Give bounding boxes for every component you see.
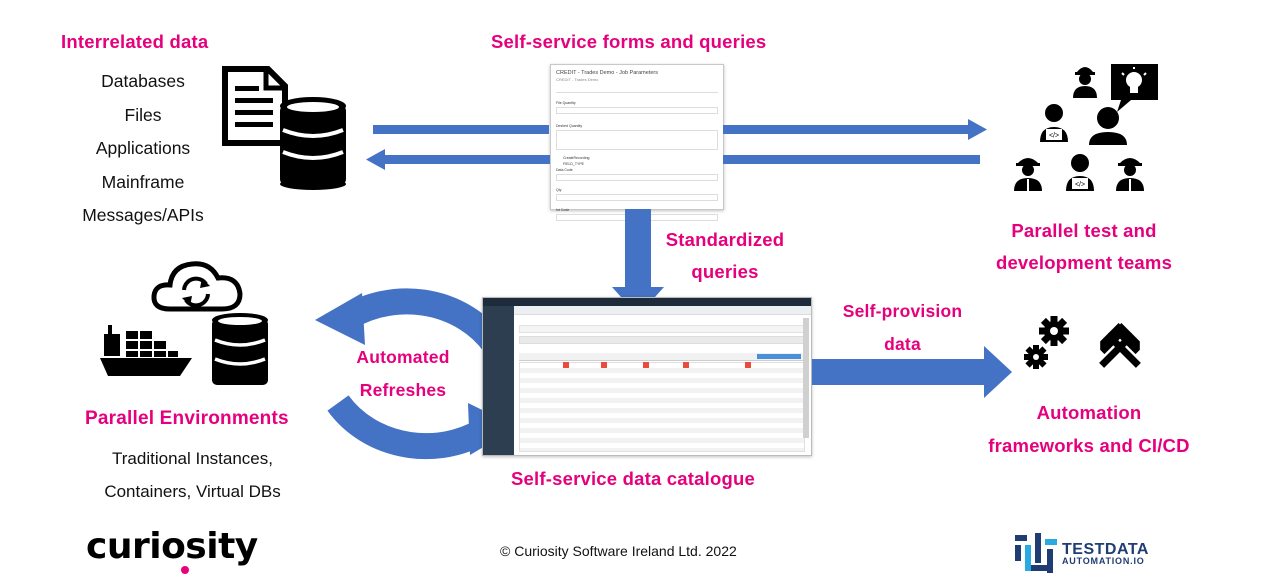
svg-text:</>: </> [1075, 182, 1085, 189]
curiosity-logo-dot [181, 566, 189, 574]
copyright-text: © Curiosity Software Ireland Ltd. 2022 [500, 543, 737, 559]
team-icons: </> </> [1014, 64, 1158, 191]
standardized-queries-label: Standardized queries [665, 229, 785, 282]
catalogue-title: Self-service data catalogue [511, 468, 755, 489]
testdata-logo-line2: AUTOMATION.IO [1062, 556, 1145, 566]
mock-form-subtitle: CREDIT - Trades Demo [556, 77, 599, 82]
self-provision-label: Self-provision data [842, 301, 963, 354]
automated-refreshes-label: Automated Refreshes [356, 347, 450, 400]
source-mainframe: Mainframe [101, 171, 185, 192]
forms-title: Self-service forms and queries [491, 31, 767, 52]
source-databases: Databases [101, 71, 185, 91]
mock-form-title: CREDIT - Trades Demo - Job Parameters [556, 70, 658, 76]
database-icon [280, 97, 346, 190]
gears-icon [1024, 316, 1069, 369]
source-messages-apis: Messages/APIs [82, 205, 204, 225]
environments-description: Traditional Instances, Containers, Virtu… [104, 449, 281, 501]
automation-label: Automation frameworks and CI/CD [988, 402, 1190, 456]
curiosity-logo: curiosity [86, 526, 258, 567]
forms-screenshot: CREDIT - Trades Demo - Job Parameters CR… [550, 64, 724, 221]
source-applications: Applications [95, 138, 191, 158]
catalogue-screenshot [482, 297, 812, 456]
testdata-logo-line1: TESTDATA [1062, 541, 1149, 558]
refresh-cycle-icon [315, 288, 517, 460]
testdata-logo-mark [1015, 533, 1057, 573]
arrow-to-automation [812, 346, 1012, 398]
hammers-icon [1099, 322, 1141, 368]
environment-database-icon [212, 313, 268, 385]
cloud-sync-icon [151, 261, 243, 312]
environments-title: Parallel Environments [85, 408, 289, 429]
interrelated-data-title: Interrelated data [61, 31, 209, 52]
container-ship-icon [100, 325, 192, 376]
source-files: Files [124, 104, 162, 125]
arrow-to-sources [366, 149, 980, 170]
svg-text:</>: </> [1049, 133, 1059, 140]
teams-label: Parallel test and development teams [995, 220, 1173, 273]
data-sources-list: Databases Files Applications Mainframe M… [68, 65, 218, 233]
arrow-to-teams [373, 119, 987, 140]
